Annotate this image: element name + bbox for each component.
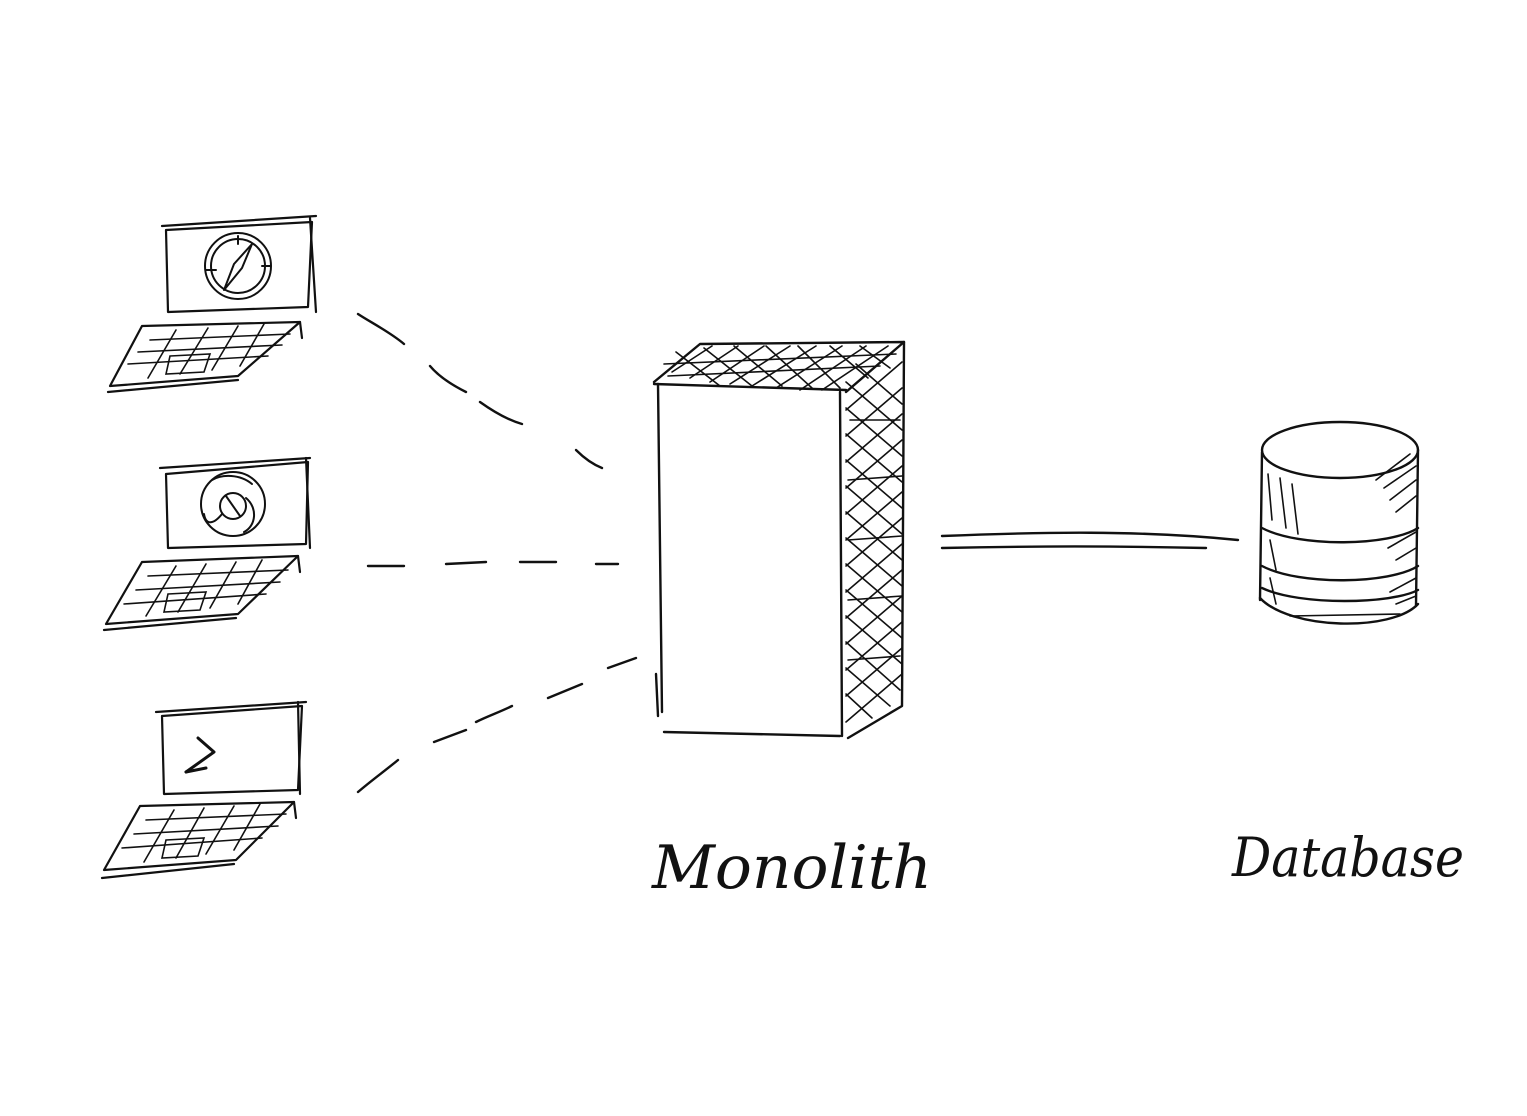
terminal-prompt-icon	[184, 736, 216, 774]
compass-icon	[204, 232, 272, 300]
chrome-icon	[200, 471, 266, 537]
monolith-label: Monolith	[651, 833, 932, 903]
connector-client-3-monolith	[356, 656, 638, 794]
monolith-server	[652, 340, 906, 740]
database-label: Database	[1231, 826, 1464, 889]
laptop-client-1	[106, 214, 318, 394]
laptop-client-3	[100, 700, 308, 880]
laptop-client-2	[102, 456, 312, 632]
connector-client-2-monolith	[366, 560, 620, 568]
connector-monolith-database	[940, 531, 1240, 550]
connector-client-1-monolith	[356, 312, 604, 470]
database-cylinder	[1258, 420, 1420, 625]
